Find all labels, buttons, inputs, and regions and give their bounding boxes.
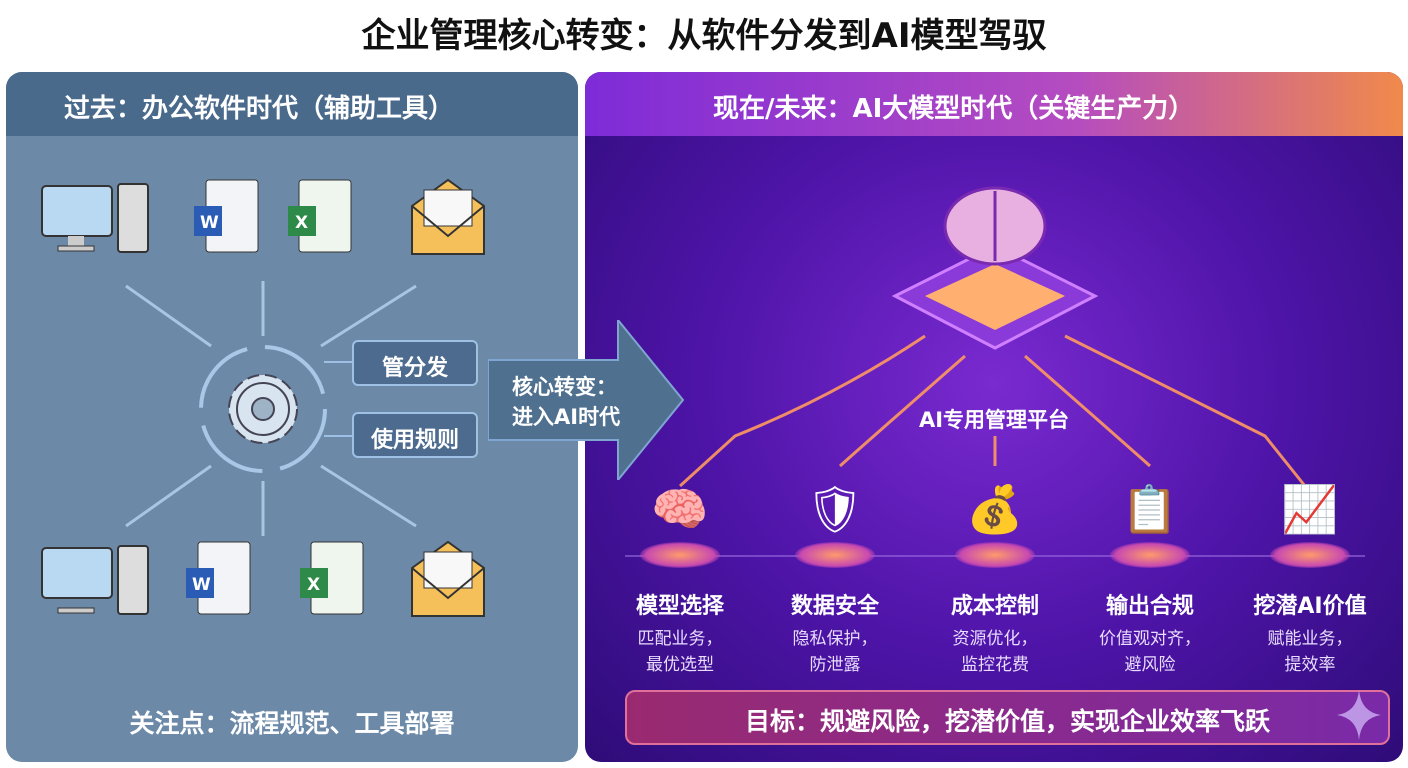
growth-chart-icon: 📈 — [1281, 482, 1339, 536]
converging-arrows — [125, 281, 417, 536]
feature-cost-control: 💰成本控制资源优化，监控花费 — [915, 472, 1075, 678]
platform-label: AI专用管理平台 — [918, 408, 1070, 432]
gear-icon — [228, 374, 298, 444]
page-title: 企业管理核心转变：从软件分发到AI模型驾驭 — [361, 16, 1047, 56]
chip-icon — [891, 244, 1099, 350]
excel-icon: X — [300, 541, 364, 615]
past-header: 过去：办公软件时代（辅助工具） — [6, 72, 578, 136]
office-tools-illustration: W X W X — [41, 178, 485, 617]
mail-icon — [411, 540, 485, 617]
computer-icon — [41, 183, 149, 253]
present-header: 现在/未来：AI大模型时代（关键生产力） — [585, 72, 1403, 136]
excel-icon: X — [288, 179, 352, 253]
goal-banner: 目标：规避风险，挖潜价值，实现企业效率飞跃 — [625, 690, 1390, 745]
feature-data-security: 🛡数据安全隐私保护，防泄露 — [755, 472, 915, 678]
transition-label: 核心转变：进入AI时代 — [512, 375, 621, 429]
svg-text:X: X — [307, 575, 320, 595]
brain-icon — [943, 186, 1047, 266]
feature-output-compliance: 📋输出合规价值观对齐，避风险 — [1070, 472, 1230, 678]
word-letter: W — [200, 213, 219, 233]
shield-lock-icon: 🛡 — [805, 482, 865, 536]
money-hand-icon: 💰 — [966, 482, 1024, 536]
usage-rules-label: 使用规则 — [352, 412, 478, 458]
past-panel: 过去：办公软件时代（辅助工具） W X W X 管分发 使用规则 关注点：流程规… — [6, 72, 578, 762]
sparkle-icon — [1337, 690, 1381, 740]
focus-text: 关注点：流程规范、工具部署 — [129, 709, 455, 738]
cycle-arrows — [199, 345, 327, 473]
present-panel: 现在/未来：AI大模型时代（关键生产力） AI专用管理平台 🧠模型选择匹配业务，… — [585, 72, 1403, 762]
transition-arrow — [488, 320, 685, 480]
computer-icon — [41, 545, 149, 615]
connection-lines — [678, 334, 1307, 488]
brain-search-icon: 🧠 — [651, 482, 709, 536]
mail-icon — [411, 178, 485, 255]
svg-text:W: W — [192, 575, 211, 595]
document-gavel-icon: 📋 — [1121, 482, 1179, 536]
manage-distribution-label: 管分发 — [352, 340, 478, 386]
word-icon: W — [194, 179, 259, 253]
svg-text:X: X — [295, 213, 308, 233]
word-icon: W — [186, 541, 251, 615]
feature-model-selection: 🧠模型选择匹配业务，最优选型 — [600, 472, 760, 678]
feature-ai-value: 📈挖潜AI价值赋能业务，提效率 — [1230, 472, 1390, 678]
